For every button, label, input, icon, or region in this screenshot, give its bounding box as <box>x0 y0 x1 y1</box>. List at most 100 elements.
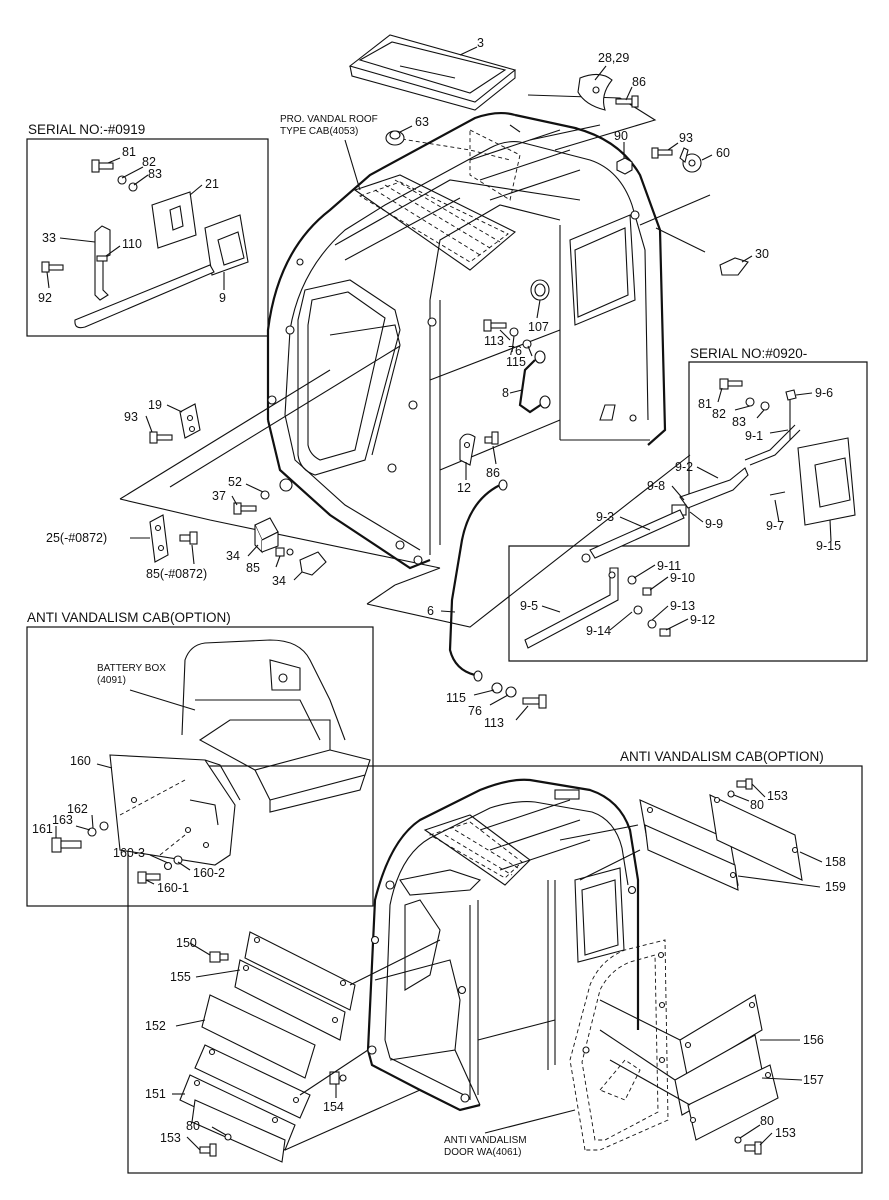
callout-83a: 83 <box>148 167 162 181</box>
bolt-86a <box>615 95 639 108</box>
callout-93a: 93 <box>679 131 693 145</box>
bracket-12 <box>459 433 476 466</box>
note-roof-1: PRO. VANDAL ROOF <box>280 114 378 125</box>
callout-151: 151 <box>145 1087 166 1101</box>
callout-163: 163 <box>52 813 73 827</box>
serial-early-parts <box>41 159 249 329</box>
block-34a <box>254 517 279 554</box>
callout-90: 90 <box>614 129 628 143</box>
callout-110: 110 <box>122 237 142 251</box>
callout-154: 154 <box>323 1100 344 1114</box>
callout-92: 92 <box>38 291 52 305</box>
note-door-1: ANTI VANDALISM <box>444 1135 527 1146</box>
callout-81a: 81 <box>122 145 136 159</box>
callout-9-12: 9-12 <box>690 613 715 627</box>
bracket-60 <box>679 147 702 173</box>
bolt-86b <box>484 431 499 445</box>
callout-9-15: 9-15 <box>816 539 841 553</box>
note-roof-2: TYPE CAB(4053) <box>280 126 358 137</box>
nut-90 <box>616 157 633 175</box>
plate-19 <box>179 403 201 439</box>
callout-162: 162 <box>67 802 88 816</box>
callout-28-29: 28,29 <box>598 51 629 65</box>
callout-85b: 85 <box>246 561 260 575</box>
anti-vandal-door <box>569 939 669 1151</box>
main-cab-frame <box>266 111 667 570</box>
plates-158-159 <box>559 778 803 891</box>
callout-82a: 82 <box>142 155 156 169</box>
callout-30: 30 <box>755 247 769 261</box>
callout-25: 25(-#0872) <box>46 531 107 545</box>
callout-6: 6 <box>427 604 434 618</box>
callout-158: 158 <box>825 855 846 869</box>
callout-80a: 80 <box>750 798 764 812</box>
callout-107: 107 <box>528 320 549 334</box>
leader-lines <box>46 46 832 1151</box>
callout-153a: 153 <box>767 789 788 803</box>
callout-82b: 82 <box>712 407 726 421</box>
title-serial-early: SERIAL NO:-#0919 <box>28 122 145 137</box>
callout-9-13: 9-13 <box>670 599 695 613</box>
cap-30 <box>719 257 749 276</box>
note-door-2: DOOR WA(4061) <box>444 1147 521 1158</box>
callout-157: 157 <box>803 1073 824 1087</box>
callout-52: 52 <box>228 475 242 489</box>
inset-serial-late <box>508 361 868 662</box>
grommet-63 <box>385 130 405 146</box>
callout-8: 8 <box>502 386 509 400</box>
callout-113b: 113 <box>484 716 504 730</box>
callout-76a: 76 <box>508 344 522 358</box>
second-cab-frame <box>366 778 640 1112</box>
callout-9-9: 9-9 <box>705 517 723 531</box>
title-serial-late: SERIAL NO:#0920- <box>690 346 807 361</box>
callout-76b: 76 <box>468 704 482 718</box>
callout-115b: 115 <box>446 691 466 705</box>
bolt-85a <box>179 531 198 545</box>
callout-3: 3 <box>477 36 484 50</box>
callout-labels: 3 28,29 86 63 90 93 60 30 81 82 83 21 33… <box>32 36 846 1145</box>
inset-anti-vandal-right <box>127 765 863 1174</box>
callout-155: 155 <box>170 970 191 984</box>
callout-161: 161 <box>32 822 53 836</box>
title-anti-vandal-left: ANTI VANDALISM CAB(OPTION) <box>27 610 231 625</box>
bolt-85b <box>275 547 294 557</box>
callout-9-6: 9-6 <box>815 386 833 400</box>
fasteners-lower-rod <box>491 682 547 709</box>
washer-52 <box>260 478 293 500</box>
bolt-93b <box>149 431 173 444</box>
callout-85a: 85(-#0872) <box>146 567 207 581</box>
inset-serial-early <box>26 138 269 337</box>
callout-113a: 113 <box>484 334 504 348</box>
callout-21: 21 <box>205 177 219 191</box>
callout-33: 33 <box>42 231 56 245</box>
callout-9: 9 <box>219 291 226 305</box>
callout-9-1: 9-1 <box>745 429 763 443</box>
callout-80b: 80 <box>186 1119 200 1133</box>
callout-37: 37 <box>212 489 226 503</box>
callout-150: 150 <box>176 936 197 950</box>
callout-9-8: 9-8 <box>647 479 665 493</box>
callout-86a: 86 <box>632 75 646 89</box>
callout-12: 12 <box>457 481 471 495</box>
callout-115a: 115 <box>506 355 526 369</box>
callout-81b: 81 <box>698 397 712 411</box>
note-battery-2: (4091) <box>97 675 126 686</box>
callout-156: 156 <box>803 1033 824 1047</box>
callout-83b: 83 <box>732 415 746 429</box>
callout-160-3: 160-3 <box>113 846 145 860</box>
callout-86b: 86 <box>486 466 500 480</box>
plates-150-155 <box>201 931 441 1079</box>
callout-160-1: 160-1 <box>157 881 189 895</box>
serial-late-parts <box>524 378 856 649</box>
handle-8 <box>518 350 551 414</box>
callout-9-11: 9-11 <box>657 559 681 573</box>
plate-25 <box>149 514 169 563</box>
callout-153b: 153 <box>160 1131 181 1145</box>
rod-6 <box>448 479 508 682</box>
callout-153c: 153 <box>775 1126 796 1140</box>
bolt-93a <box>651 147 673 159</box>
bolt-37 <box>233 502 257 515</box>
callout-80c: 80 <box>760 1114 774 1128</box>
grommet-107 <box>530 279 550 301</box>
